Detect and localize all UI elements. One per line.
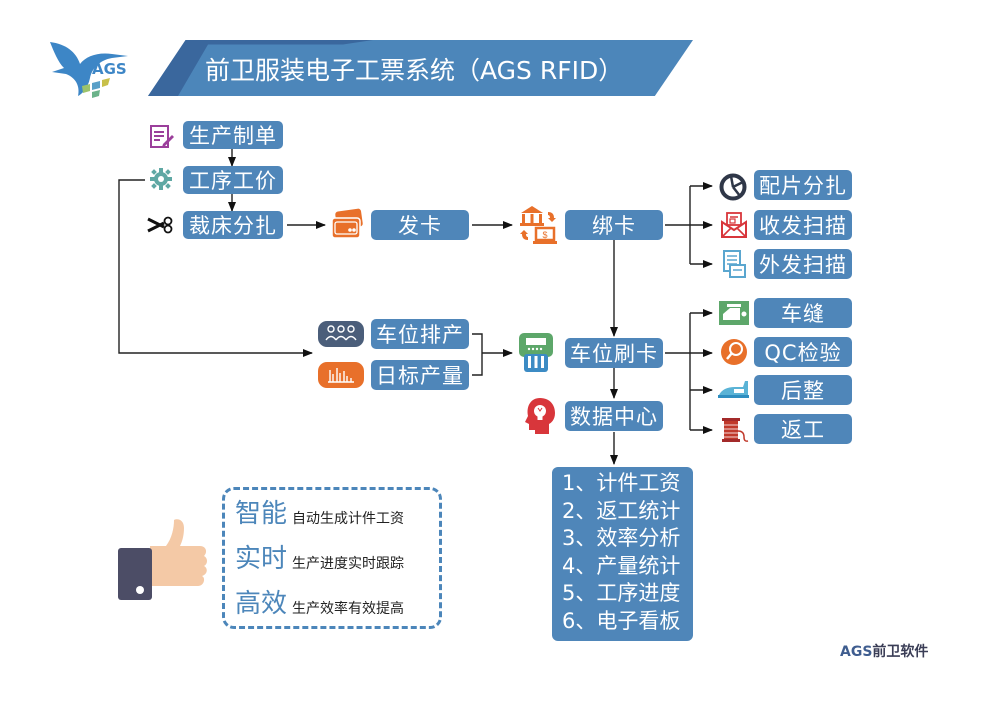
node-receive-scan[interactable]: 收发扫描	[754, 210, 852, 240]
card-reader-icon	[519, 333, 553, 372]
node-finishing[interactable]: 后整	[754, 375, 852, 405]
feature-desc: 生产效率有效提高	[292, 601, 405, 617]
node-outsource-scan[interactable]: 外发扫描	[754, 249, 852, 279]
team-icon	[318, 321, 364, 347]
bank-exchange-icon: $	[520, 206, 557, 244]
bar-chart-icon	[318, 362, 364, 388]
title-banner	[148, 40, 693, 96]
svg-text:$: $	[542, 230, 547, 240]
list-item: 5、工序进度	[562, 581, 681, 605]
thumbs-up-icon	[118, 519, 207, 600]
page-title: 前卫服装电子工票系统（AGS RFID）	[205, 56, 624, 85]
pie-chart-icon	[719, 173, 747, 201]
list-item: 2、返工统计	[562, 498, 681, 523]
feature-title: 高效	[235, 589, 288, 619]
arrow-pricing-to-schedule	[118, 179, 313, 357]
feature-desc: 自动生成计件工资	[292, 511, 405, 527]
node-daily-target[interactable]: 日标产量	[371, 360, 469, 390]
feature-title: 实时	[235, 544, 288, 574]
list-item: 3、效率分析	[562, 526, 681, 550]
node-card-binding[interactable]: 绑卡	[565, 210, 663, 240]
node-card-issue[interactable]: 发卡	[371, 210, 469, 240]
node-sewing[interactable]: 车缝	[754, 298, 852, 328]
gear-icon	[150, 168, 172, 190]
iron-icon	[718, 381, 749, 398]
node-station-swipe[interactable]: 车位刷卡	[565, 338, 663, 368]
node-station-schedule[interactable]: 车位排产	[371, 319, 469, 349]
feature-desc: 生产进度实时跟踪	[292, 556, 405, 572]
list-item: 6、电子看板	[562, 608, 681, 633]
lightbulb-head-icon	[525, 398, 555, 434]
logo-text: AGS	[92, 60, 127, 78]
ags-logo-icon	[50, 42, 128, 98]
node-kitting-bundling[interactable]: 配片分扎	[754, 170, 852, 200]
feature-efficient: 高效 生产效率有效提高	[235, 589, 404, 619]
feature-smart: 智能 自动生成计件工资	[235, 499, 404, 529]
node-production-order[interactable]: 生产制单	[183, 121, 283, 149]
mail-icon	[721, 212, 747, 238]
document-edit-icon	[150, 125, 174, 148]
sewing-machine-icon	[719, 301, 749, 325]
feature-realtime: 实时 生产进度实时跟踪	[235, 544, 404, 574]
node-process-pricing[interactable]: 工序工价	[183, 166, 283, 194]
node-rework[interactable]: 返工	[754, 414, 852, 444]
node-data-center[interactable]: 数据中心	[565, 401, 663, 431]
node-qc-inspection[interactable]: QC检验	[754, 337, 852, 367]
thread-spool-icon	[722, 418, 749, 442]
footer-brand: AGS前卫软件	[840, 641, 928, 661]
magnifier-icon	[721, 339, 747, 365]
list-item: 4、产量统计	[562, 553, 681, 578]
footer-brand-cn: 前卫软件	[872, 644, 929, 660]
document-stack-icon	[723, 250, 746, 278]
footer-brand-en: AGS	[840, 644, 873, 660]
feature-title: 智能	[235, 499, 288, 529]
card-icon	[331, 208, 363, 239]
list-item: 1、计件工资	[562, 471, 681, 495]
features-box: 智能 自动生成计件工资 实时 生产进度实时跟踪 高效 生产效率有效提高	[222, 487, 442, 629]
schedule-bracket	[472, 333, 483, 376]
scissors-icon	[147, 216, 173, 234]
data-center-list: 1、计件工资 2、返工统计 3、效率分析 4、产量统计 5、工序进度 6、电子看…	[552, 467, 693, 641]
node-cutting-bundling[interactable]: 裁床分扎	[183, 211, 283, 239]
